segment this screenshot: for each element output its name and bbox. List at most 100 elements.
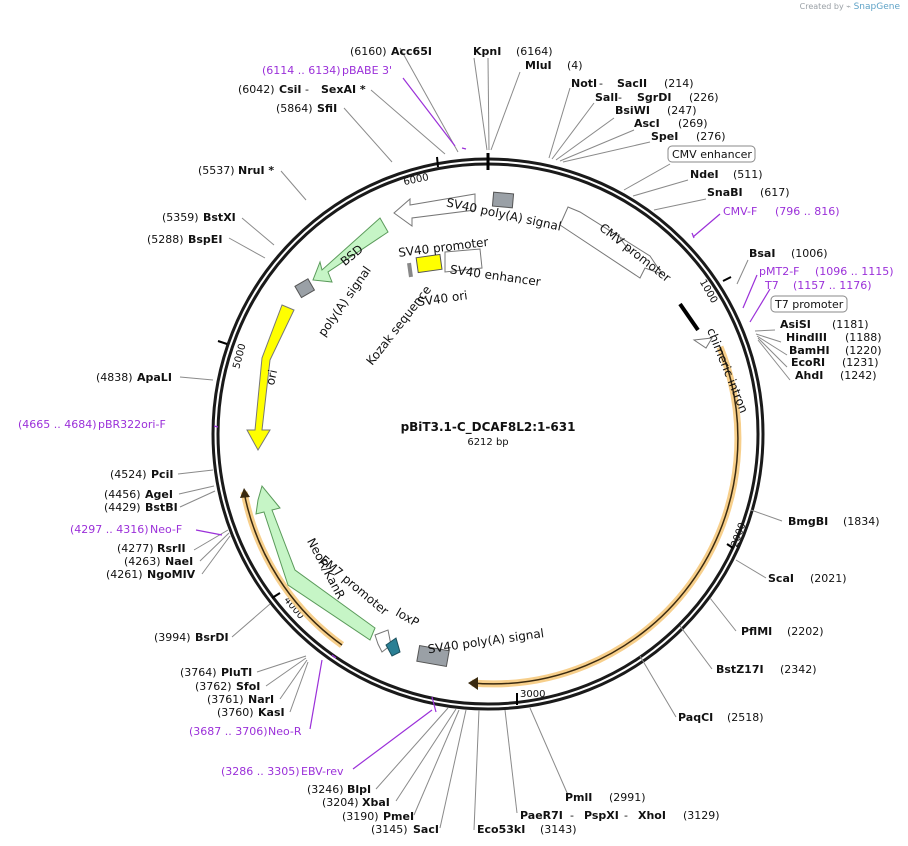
primer-cmvf-range: (796 .. 816) — [775, 205, 840, 218]
primer-ebvrev-range: (3286 .. 3305) — [221, 765, 300, 778]
site-noti-pos: (214) — [664, 77, 694, 90]
site-scai: ScaI — [768, 572, 794, 585]
site-kasi: KasI — [258, 706, 285, 719]
site-hindiii-pos: (1188) — [845, 331, 882, 344]
site-pmli-pos: (2991) — [609, 791, 646, 804]
site-ngomiv-pos: (4261) — [106, 568, 143, 581]
site-bamhi: BamHI — [789, 344, 830, 357]
neor-kanr-arrow — [255, 484, 376, 641]
site-blpi-pos: (3246) — [307, 783, 344, 796]
site-sali-pos: (226) — [689, 91, 719, 104]
site-rsrii: RsrII — [157, 542, 186, 555]
primer-pmt2f-range: (1096 .. 1115) — [815, 265, 894, 278]
site-bsai-pos: (1006) — [791, 247, 828, 260]
site-sacii: SacII — [617, 77, 647, 90]
sv40-enhancer-box — [444, 248, 483, 273]
primer-pbabe3-range: (6114 .. 6134) — [262, 64, 341, 77]
primer-ebvrev: EBV-rev — [301, 765, 344, 778]
cmv-promoter-arrow — [559, 206, 664, 279]
site-acc65i: Acc65I — [391, 45, 432, 58]
site-asisi: AsiSI — [780, 318, 811, 331]
site-apali-pos: (4838) — [96, 371, 133, 384]
primer-cmvf: CMV-F — [723, 205, 757, 218]
site-ecori: EcoRI — [791, 356, 825, 369]
site-pmli: PmlI — [565, 791, 592, 804]
svg-text:-: - — [599, 77, 603, 90]
site-paer7i-pos: (3129) — [683, 809, 720, 822]
site-sfii: SfiI — [317, 102, 337, 115]
site-ngomiv: NgoMIV — [147, 568, 196, 581]
map-size: 6212 bp — [467, 437, 508, 448]
site-sfii-pos: (5864) — [276, 102, 313, 115]
svg-text:-: - — [624, 809, 628, 822]
site-snabi: SnaBI — [707, 186, 743, 199]
cmv-enhancer-box — [667, 145, 756, 163]
site-ahdi: AhdI — [795, 369, 823, 382]
t7-promoter-box — [770, 295, 848, 313]
site-rsrii-pos: (4277) — [117, 542, 154, 555]
site-spei: SpeI — [651, 130, 678, 143]
site-pmei-pos: (3190) — [342, 810, 379, 823]
site-bspei: BspEI — [188, 233, 222, 246]
site-pcii: PciI — [151, 468, 173, 481]
site-ahdi-pos: (1242) — [840, 369, 877, 382]
map-title: pBiT3.1-C_DCAF8L2:1-631 — [401, 420, 576, 435]
sv40-ori-box — [415, 253, 443, 274]
t7-promoter-label: T7 promoter — [774, 298, 844, 311]
primer-neof: Neo-F — [150, 523, 182, 536]
site-asci: AscI — [634, 117, 660, 130]
site-asci-pos: (269) — [678, 117, 708, 130]
tick-6000: 6000 — [403, 156, 439, 188]
site-bsrdi: BsrDI — [195, 631, 229, 644]
site-mlui-pos: (4) — [567, 59, 583, 72]
site-naei: NaeI — [165, 555, 193, 568]
polya-gray-box — [294, 278, 316, 299]
tick-label-6000: 6000 — [403, 172, 430, 188]
primer-leaders — [195, 77, 771, 770]
site-mlui: MluI — [525, 59, 552, 72]
feature-ori: ori — [263, 368, 280, 386]
site-ndei-pos: (511) — [733, 168, 763, 181]
site-naei-pos: (4263) — [124, 555, 161, 568]
site-pflmi-pos: (2202) — [787, 625, 824, 638]
site-asisi-pos: (1181) — [832, 318, 869, 331]
loxp-mark — [385, 637, 401, 657]
credit-prefix: Created by — [799, 2, 844, 11]
tick-label-3000: 3000 — [520, 689, 545, 700]
feature-kozak: Kozak sequence — [363, 283, 434, 368]
orf-arrow-line — [471, 346, 739, 685]
primer-pbr322-range: (4665 .. 4684) — [18, 418, 97, 431]
site-xbai-pos: (3204) — [322, 796, 359, 809]
site-pflmi: PflMI — [741, 625, 772, 638]
feature-sv40-enhancer: SV40 enhancer — [449, 262, 542, 289]
site-csii-pos: (6042) — [238, 83, 275, 96]
site-sfoi: SfoI — [236, 680, 260, 693]
feature-sv40-polya-bottom: SV40 poly(A) signal — [427, 626, 545, 656]
site-pluti-pos: (3764) — [180, 666, 217, 679]
primer-neor-range: (3687 .. 3706) — [189, 725, 268, 738]
tick-1000: 1000 — [697, 276, 732, 305]
site-paqci: PaqCI — [678, 711, 713, 724]
site-kasi-pos: (3760) — [217, 706, 254, 719]
site-csii: CsiI — [279, 83, 301, 96]
site-pspxi: PspXI — [584, 809, 619, 822]
ori-arrow — [246, 304, 295, 452]
snapgene-credit: Created by ⌁ SnapGene — [800, 2, 900, 12]
site-sexai: SexAI * — [321, 83, 366, 96]
site-blpi: BlpI — [347, 783, 371, 796]
chimeric-intron-bar — [678, 302, 700, 332]
site-bstxi-pos: (5359) — [162, 211, 199, 224]
site-bstz17i-pos: (2342) — [780, 663, 817, 676]
site-paqci-pos: (2518) — [727, 711, 764, 724]
site-paer7i: PaeR7I — [520, 809, 563, 822]
site-bamhi-pos: (1220) — [845, 344, 882, 357]
sv40-polya-box-bottom — [416, 644, 450, 668]
site-snabi-pos: (617) — [760, 186, 790, 199]
site-bstbi: BstBI — [145, 501, 178, 514]
site-spei-pos: (276) — [696, 130, 726, 143]
orf-arrowhead — [468, 677, 478, 690]
site-saci-pos: (3145) — [371, 823, 408, 836]
primer-t7-range: (1157 .. 1176) — [793, 279, 872, 292]
site-ecori-pos: (1231) — [842, 356, 879, 369]
site-nrui: NruI * — [238, 164, 274, 177]
